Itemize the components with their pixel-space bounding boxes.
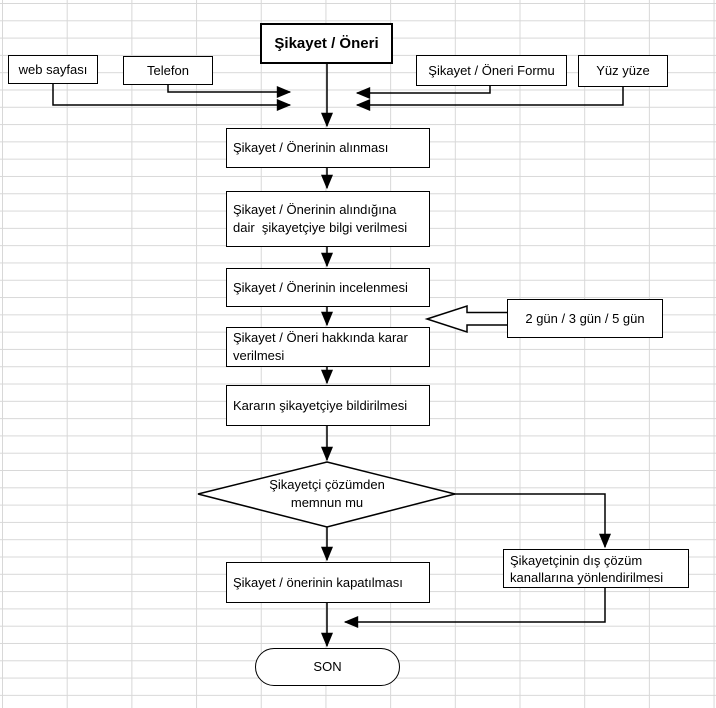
step-receive-box: Şikayet / Önerinin alınması — [226, 128, 430, 168]
step-notify-label: Kararın şikayetçiye bildirilmesi — [233, 397, 408, 413]
connector-phone-arrow — [167, 85, 292, 98]
connector-form-arrow — [355, 86, 491, 99]
source-facetoface-box: Yüz yüze — [578, 55, 668, 87]
source-web-label: web sayfası — [18, 61, 88, 77]
step-decide-label: Şikayet / Öneri hakkında karar verilmesi — [233, 330, 408, 363]
duration-callout-label: 2 gün / 3 gün / 5 gün — [525, 310, 645, 326]
duration-block-arrow — [424, 304, 509, 334]
source-web-box: web sayfası — [8, 55, 98, 84]
duration-callout-box: 2 gün / 3 gün / 5 gün — [507, 299, 663, 338]
step-acknowledge-label: Şikayet / Önerinin alındığına dair şikay… — [233, 202, 408, 235]
step-review-label: Şikayet / Önerinin incelenmesi — [233, 279, 408, 295]
step-decide-box: Şikayet / Öneri hakkında karar verilmesi — [226, 327, 430, 367]
decision-diamond-shape — [197, 461, 456, 528]
step-close-label: Şikayet / önerinin kapatılması — [233, 574, 403, 590]
step-acknowledge-box: Şikayet / Önerinin alındığına dair şikay… — [226, 191, 430, 247]
connector-web-arrow — [52, 83, 292, 111]
end-terminator: SON — [255, 648, 400, 686]
connector-redirect-return — [343, 587, 606, 628]
connector-decision-redirect — [454, 493, 611, 549]
source-form-label: Şikayet / Öneri Formu — [428, 62, 555, 78]
end-label: SON — [313, 659, 342, 674]
source-facetoface-label: Yüz yüze — [596, 63, 650, 78]
start-box: Şikayet / Öneri — [260, 23, 393, 64]
step-review-box: Şikayet / Önerinin incelenmesi — [226, 268, 430, 307]
source-phone-box: Telefon — [123, 56, 213, 85]
source-form-box: Şikayet / Öneri Formu — [416, 55, 567, 86]
step-redirect-box: Şikayetçinin dış çözüm kanallarına yönle… — [503, 549, 689, 588]
decision-label: Şikayetçi çözümden memnun mu — [269, 477, 385, 510]
connector-facetoface-arrow — [355, 87, 624, 111]
step-redirect-label: Şikayetçinin dış çözüm kanallarına yönle… — [510, 552, 664, 585]
step-close-box: Şikayet / önerinin kapatılması — [226, 562, 430, 603]
step-notify-box: Kararın şikayetçiye bildirilmesi — [226, 385, 430, 426]
step-receive-label: Şikayet / Önerinin alınması — [233, 140, 389, 155]
source-phone-label: Telefon — [147, 62, 189, 78]
start-label: Şikayet / Öneri — [274, 34, 379, 52]
